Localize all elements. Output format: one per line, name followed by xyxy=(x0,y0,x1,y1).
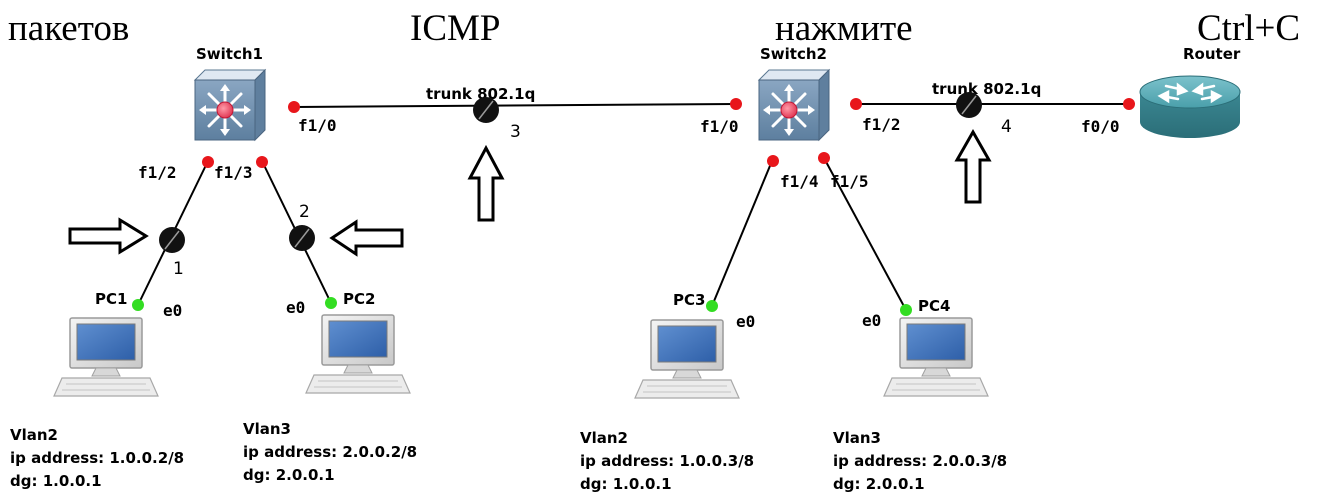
capture-icon xyxy=(472,96,500,124)
port-label: f1/2 xyxy=(862,115,901,134)
port-dot xyxy=(325,297,337,309)
capture-number: 4 xyxy=(1001,117,1012,137)
port-label: e0 xyxy=(163,301,182,320)
capture-point-1[interactable] xyxy=(158,226,186,254)
trunk-label: trunk 802.1q xyxy=(932,80,1041,98)
pc4-label: PC4 xyxy=(918,297,950,315)
capture-point-3[interactable] xyxy=(472,96,500,124)
port-dot xyxy=(730,98,742,110)
capture-icon xyxy=(158,226,186,254)
port-dot xyxy=(256,156,268,168)
capture-number: 2 xyxy=(299,202,310,222)
host1-ip: ip address: 1.0.0.2/8 xyxy=(10,449,184,467)
pc1-device[interactable] xyxy=(53,317,159,397)
router-arrows-icon xyxy=(1157,82,1223,104)
switch-icon xyxy=(193,68,267,142)
switch2-label: Switch2 xyxy=(760,45,827,63)
trunk-label: trunk 802.1q xyxy=(426,85,535,103)
port-dot xyxy=(132,299,144,311)
port-dot xyxy=(850,98,862,110)
header-word-2: ICMP xyxy=(410,8,500,49)
port-dot xyxy=(818,152,830,164)
port-dots xyxy=(132,98,1135,316)
pc4-device[interactable] xyxy=(883,317,989,397)
header-word-1: пакетов xyxy=(8,8,129,49)
capture-point-4[interactable] xyxy=(955,91,983,119)
port-dot xyxy=(202,156,214,168)
port-label: f1/3 xyxy=(214,163,253,182)
switch2-device[interactable] xyxy=(757,68,831,142)
router-label: Router xyxy=(1183,45,1241,63)
port-label: f1/2 xyxy=(138,163,177,182)
capture-number: 3 xyxy=(510,122,521,142)
port-dot xyxy=(706,300,718,312)
port-dot xyxy=(767,155,779,167)
port-dot xyxy=(900,304,912,316)
host2-ip: ip address: 2.0.0.2/8 xyxy=(243,443,417,461)
pc-icon xyxy=(883,317,989,397)
host2-vlan: Vlan3 xyxy=(243,420,291,438)
arrow-up-icon xyxy=(467,144,505,222)
pc3-device[interactable] xyxy=(634,319,740,399)
switch-icon xyxy=(757,68,831,142)
host4-ip: ip address: 2.0.0.3/8 xyxy=(833,452,1007,470)
header-word-4: Ctrl+C xyxy=(1197,8,1300,49)
port-label: f0/0 xyxy=(1081,117,1120,136)
pc1-label: PC1 xyxy=(95,290,127,308)
header-word-3: нажмите xyxy=(775,8,913,49)
switch1-label: Switch1 xyxy=(196,45,263,63)
pc-icon xyxy=(634,319,740,399)
capture-point-2[interactable] xyxy=(288,224,316,252)
pc-icon xyxy=(53,317,159,397)
host3-dg: dg: 1.0.0.1 xyxy=(580,475,672,493)
arrow-left-icon xyxy=(329,219,404,257)
arrow-right-icon xyxy=(68,217,149,255)
port-label: f1/0 xyxy=(298,116,337,135)
links xyxy=(137,103,1128,311)
host4-dg: dg: 2.0.0.1 xyxy=(833,475,925,493)
host4-vlan: Vlan3 xyxy=(833,429,881,447)
pc2-label: PC2 xyxy=(343,290,375,308)
arrow-up-icon xyxy=(954,128,992,204)
link-sw1-sw2 xyxy=(294,103,737,108)
host3-ip: ip address: 1.0.0.3/8 xyxy=(580,452,754,470)
port-label: f1/0 xyxy=(700,117,739,136)
capture-icon xyxy=(288,224,316,252)
switch1-device[interactable] xyxy=(193,68,267,142)
port-dot xyxy=(1123,98,1135,110)
link-sw2-pc3 xyxy=(711,160,773,307)
host1-vlan: Vlan2 xyxy=(10,426,58,444)
pc-icon xyxy=(305,314,411,394)
port-label: f1/5 xyxy=(830,172,869,191)
host1-dg: dg: 1.0.0.1 xyxy=(10,472,102,490)
host2-dg: dg: 2.0.0.1 xyxy=(243,466,335,484)
pc3-label: PC3 xyxy=(673,291,705,309)
port-label: e0 xyxy=(862,311,881,330)
router-device[interactable] xyxy=(1139,75,1241,138)
link-sw2-pc4 xyxy=(823,157,907,311)
port-label: e0 xyxy=(286,298,305,317)
pc2-device[interactable] xyxy=(305,314,411,394)
port-label: e0 xyxy=(736,312,755,331)
port-label: f1/4 xyxy=(780,172,819,191)
host3-vlan: Vlan2 xyxy=(580,429,628,447)
capture-number: 1 xyxy=(173,259,184,279)
capture-icon xyxy=(955,91,983,119)
port-dot xyxy=(288,101,300,113)
